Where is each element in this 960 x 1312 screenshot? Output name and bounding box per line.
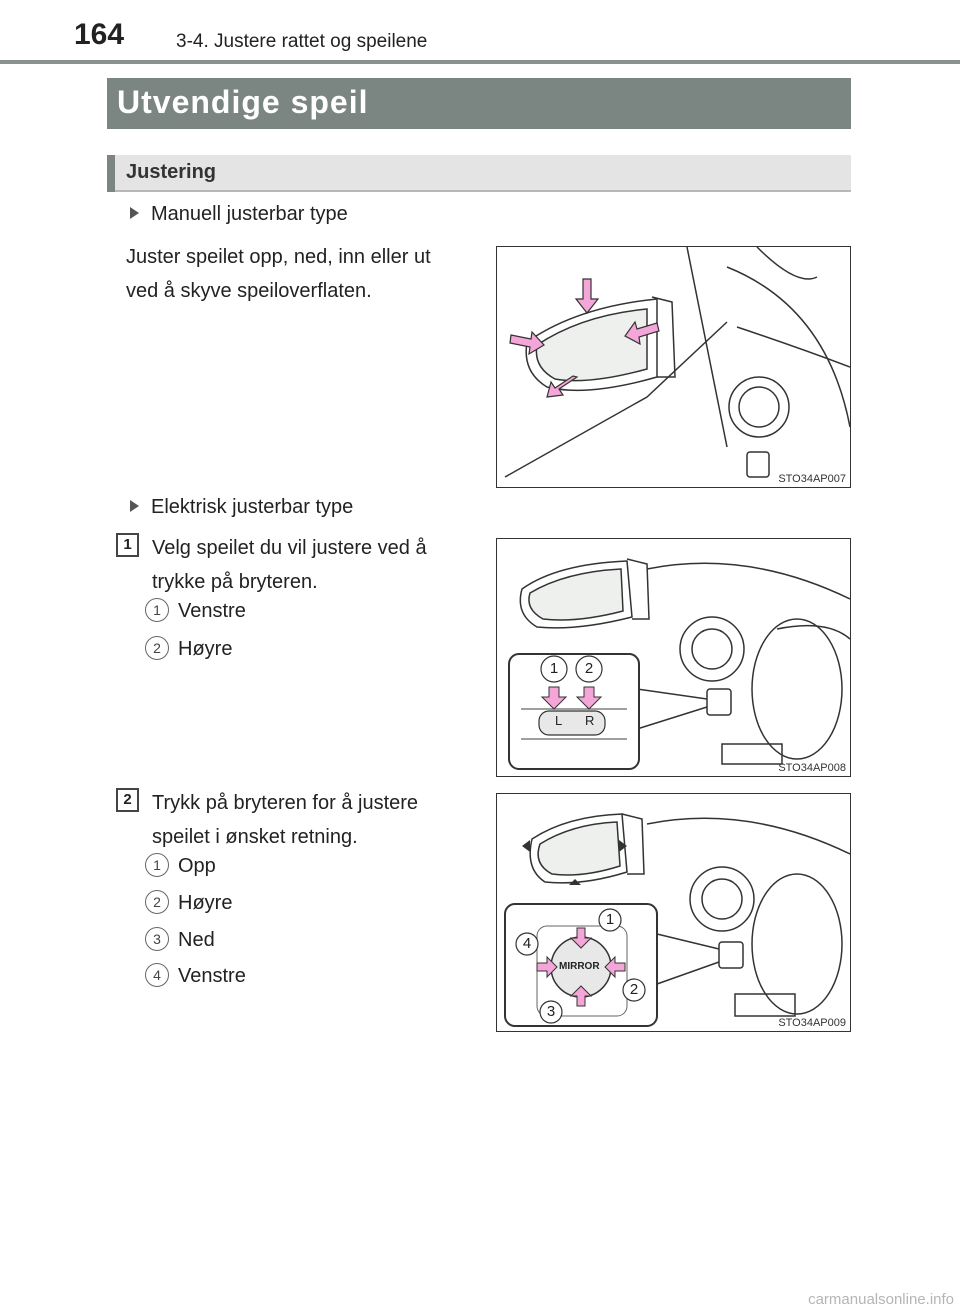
watermark: carmanualsonline.info (808, 1291, 954, 1308)
select-mirror-illustration (508, 558, 850, 770)
step-2-text-line-2: speilet i ønsket retning. (152, 826, 358, 848)
adjust-mirror-illustration (504, 813, 850, 1027)
manual-instructions: Juster speilet opp, ned, inn eller ut ve… (126, 240, 486, 308)
step-1-item-1-number: 1 (145, 598, 169, 622)
subsection-title: Justering (126, 161, 217, 183)
step-1-text-line-2: trykke på bryteren. (152, 571, 318, 593)
switch-label-left: L (555, 713, 563, 728)
callout-2: 2 (584, 660, 594, 677)
manual-mirror-illustration (504, 247, 850, 478)
step-2-item-1-number: 1 (145, 853, 169, 877)
manual-type-bullet: Manuell justerbar type (130, 203, 348, 226)
callout-1: 1 (549, 660, 559, 677)
callout-4: 4 (522, 935, 532, 952)
step-2-text-line-1: Trykk på bryteren for å justere (152, 792, 419, 814)
step-2-item-3-number: 3 (145, 927, 169, 951)
electric-type-label: Elektrisk justerbar type (151, 496, 354, 518)
step-2-item-1-label: Opp (178, 855, 216, 877)
step-2-item-2-label: Høyre (178, 892, 233, 914)
figure-id-009: STO34AP009 (778, 1017, 846, 1029)
step-2-instructions: Trykk på bryteren for å justere speilet … (152, 786, 482, 854)
figure-select-mirror: 1 2 L R STO34AP008 (496, 538, 851, 777)
step-1-instructions: Velg speilet du vil justere ved å trykke… (152, 531, 482, 599)
step-2-item-2-number: 2 (145, 890, 169, 914)
callout-1: 1 (605, 911, 615, 928)
manual-text-line-2: ved å skyve speiloverflaten. (126, 280, 372, 302)
step-2-item-4-number: 4 (145, 963, 169, 987)
step-1-badge: 1 (116, 533, 139, 557)
electric-type-bullet: Elektrisk justerbar type (130, 496, 353, 519)
figure-id-007: STO34AP007 (778, 473, 846, 485)
section-banner (107, 78, 851, 129)
step-1-item-2-number: 2 (145, 636, 169, 660)
manual-type-label: Manuell justerbar type (151, 203, 348, 225)
subsection-accent-bar (107, 155, 115, 192)
callout-2: 2 (629, 981, 639, 998)
manual-text-line-1: Juster speilet opp, ned, inn eller ut (126, 246, 431, 268)
page-number: 164 (74, 18, 125, 51)
mirror-switch-label: MIRROR (559, 961, 600, 972)
subsection-banner (107, 155, 851, 192)
figure-adjust-mirror: 1 2 3 4 MIRROR STO34AP009 (496, 793, 851, 1032)
chapter-title: 3-4. Justere rattet og speilene (176, 31, 428, 52)
section-title: Utvendige speil (117, 84, 369, 120)
header-rule (0, 60, 960, 64)
step-2-badge: 2 (116, 788, 139, 812)
step-1-item-2-label: Høyre (178, 638, 233, 660)
step-2-item-4-label: Venstre (178, 965, 246, 987)
switch-label-right: R (585, 713, 595, 728)
bullet-arrow-icon (130, 207, 139, 219)
step-2-item-3-label: Ned (178, 929, 215, 951)
callout-3: 3 (546, 1003, 556, 1020)
figure-manual-mirror: STO34AP007 (496, 246, 851, 488)
figure-id-008: STO34AP008 (778, 762, 846, 774)
bullet-arrow-icon (130, 500, 139, 512)
step-1-text-line-1: Velg speilet du vil justere ved å (152, 537, 427, 559)
step-1-item-1-label: Venstre (178, 600, 246, 622)
